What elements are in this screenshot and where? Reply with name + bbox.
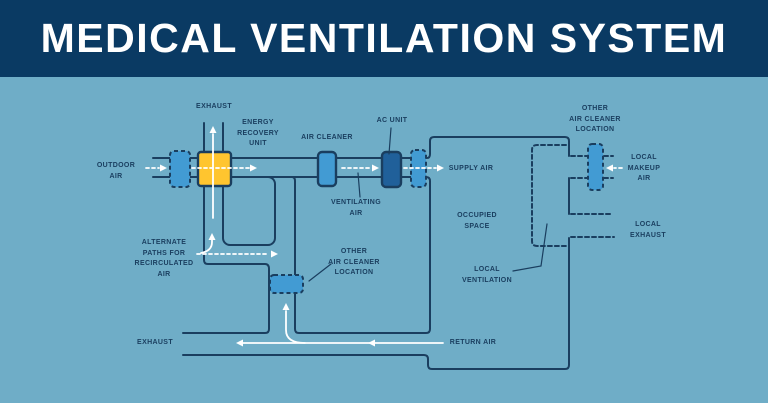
duct-supply-bottom-occupied-left-wall-return-top-recirc-branch <box>152 176 431 334</box>
label-local-exhaust: LOCAL EXHAUST <box>630 221 666 239</box>
arrowhead-local-makeup-air <box>606 164 613 172</box>
air-cleaner-box <box>316 150 338 188</box>
duct-return-west-recirc-left-exhaust-riser <box>182 122 270 334</box>
arrowhead-supply-air <box>437 164 444 172</box>
arrowhead-return-branch-up <box>282 303 290 310</box>
label-supply-air: SUPPLY AIR <box>448 165 494 172</box>
pointer-ac-unit <box>388 127 392 155</box>
label-local-makeup-air: LOCAL MAKEUP AIR <box>627 154 661 182</box>
recirc-air-cleaner-location-box <box>269 274 304 294</box>
pointer-local-ventilation <box>512 223 548 272</box>
label-local-ventilation: LOCAL VENTILATION <box>462 266 512 284</box>
arrowhead-cleaner-to-ac <box>372 164 379 172</box>
duct-supply-top-and-occupied-ceiling <box>152 136 570 159</box>
local-exhaust-duct-dashed <box>570 213 615 238</box>
label-other-air-cleaner-mid: OTHER AIR CLEANER LOCATION <box>328 248 380 276</box>
recirc-short-up-arrow <box>200 239 213 254</box>
return-branch-up-flow <box>285 310 306 344</box>
outdoor-air-cleaner-location-box <box>169 150 191 188</box>
ac-unit-box <box>380 150 403 189</box>
label-energy-recovery-unit: ENERGY RECOVERY UNIT <box>237 119 279 147</box>
label-occupied-space: OCCUPIED SPACE <box>457 212 497 230</box>
label-return-air: RETURN AIR <box>449 339 497 346</box>
page-title: MEDICAL VENTILATION SYSTEM <box>40 15 728 61</box>
arrowhead-outdoor-air <box>160 164 167 172</box>
local-ventilation-hood-outline <box>531 144 567 247</box>
local-makeup-air-duct-dashed <box>570 155 614 179</box>
label-ventilating-air: VENTILATING AIR <box>331 199 381 217</box>
label-exhaust-bottom: EXHAUST <box>137 339 173 346</box>
label-exhaust-top: EXHAUST <box>196 103 232 110</box>
label-outdoor-air: OUTDOOR AIR <box>96 162 136 180</box>
energy-recovery-unit-box <box>196 150 233 188</box>
label-alternate-paths: ALTERNATE PATHS FOR RECIRCULATED AIR <box>134 239 194 278</box>
arrowhead-exhaust-up <box>209 126 217 133</box>
duct-recirculation-loop <box>222 176 276 246</box>
pointer-other-air-cleaner-mid <box>308 263 332 282</box>
arrowhead-alternate-path <box>271 250 278 258</box>
arrowhead-return-air-west <box>236 339 243 347</box>
arrowhead-erv-flow <box>250 164 257 172</box>
label-other-air-cleaner-top: OTHER AIR CLEANER LOCATION <box>569 105 621 133</box>
label-air-cleaner: AIR CLEANER <box>301 134 353 141</box>
arrowhead-recirc-up <box>208 233 216 240</box>
duct-occupied-right-wall-floor-return-bottom <box>182 237 570 370</box>
header-banner: MEDICAL VENTILATION SYSTEM <box>0 0 768 77</box>
arrowhead-return-air-mid <box>368 339 375 347</box>
makeup-air-cleaner-box <box>587 143 604 191</box>
pointer-ventilating-air <box>357 172 361 198</box>
label-ac-unit: AC UNIT <box>376 117 408 124</box>
